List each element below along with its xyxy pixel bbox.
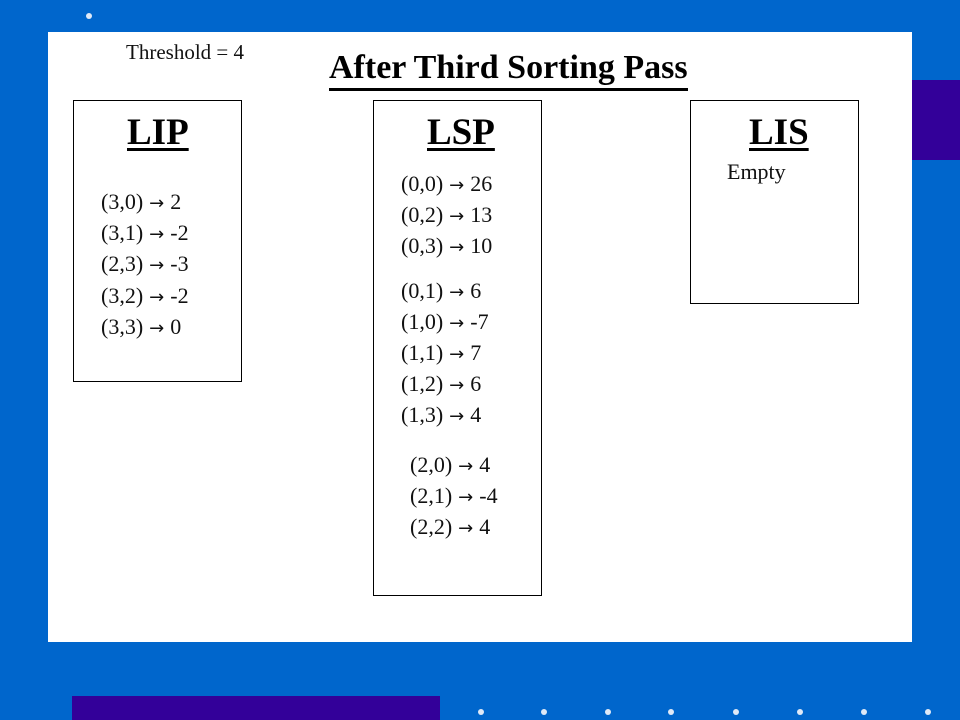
lip-box: LIP (3,0)→2(3,1)→-2(2,3)→-3(3,2)→-2(3,3)…: [73, 100, 242, 382]
lsp-heading: LSP: [427, 112, 495, 153]
accent-bar-bottom: [72, 696, 440, 720]
lip-row-value: -2: [170, 220, 189, 245]
lis-box: LIS Empty: [690, 100, 859, 304]
lip-row: (2,3)→-3: [101, 251, 189, 279]
lsp-row-value: 4: [479, 452, 491, 477]
lsp-row-coordinate: (0,1): [401, 278, 444, 303]
lsp-row: (1,2)→6: [401, 371, 481, 399]
bottom-dot: [541, 709, 547, 715]
lsp-row: (0,1)→6: [401, 278, 481, 306]
lip-row: (3,2)→-2: [101, 283, 189, 311]
right-arrow-icon: →: [458, 518, 474, 539]
lsp-row: (1,0)→-7: [401, 309, 489, 337]
lip-row: (3,1)→-2: [101, 220, 189, 248]
lsp-row-coordinate: (2,2): [410, 514, 453, 539]
lsp-row-coordinate: (0,3): [401, 233, 444, 258]
decorative-bullet-dot: [86, 13, 92, 19]
right-arrow-icon: →: [458, 456, 474, 477]
lsp-row: (0,0)→26: [401, 171, 492, 199]
right-arrow-icon: →: [449, 282, 465, 303]
right-arrow-icon: →: [458, 487, 474, 508]
right-arrow-icon: →: [149, 255, 165, 276]
lsp-box: LSP (0,0)→26(0,2)→13(0,3)→10(0,1)→6(1,0)…: [373, 100, 542, 596]
lsp-row-coordinate: (1,0): [401, 309, 444, 334]
lip-row-value: -2: [170, 283, 189, 308]
lsp-row-value: 6: [470, 278, 482, 303]
bottom-dot: [861, 709, 867, 715]
lsp-row-coordinate: (2,0): [410, 452, 453, 477]
lip-row-coordinate: (3,0): [101, 189, 144, 214]
lip-row: (3,0)→2: [101, 189, 181, 217]
lsp-row-value: 4: [479, 514, 491, 539]
right-arrow-icon: →: [449, 406, 465, 427]
threshold-label: Threshold = 4: [126, 40, 244, 64]
right-arrow-icon: →: [449, 313, 465, 334]
lsp-row-coordinate: (0,2): [401, 202, 444, 227]
lsp-row-coordinate: (0,0): [401, 171, 444, 196]
bottom-dot: [478, 709, 484, 715]
right-arrow-icon: →: [449, 175, 465, 196]
right-arrow-icon: →: [149, 193, 165, 214]
lsp-row: (1,1)→7: [401, 340, 481, 368]
lsp-row-value: 26: [470, 171, 493, 196]
bottom-dot: [605, 709, 611, 715]
lip-row-coordinate: (3,2): [101, 283, 144, 308]
lip-row: (3,3)→0: [101, 314, 181, 342]
lsp-row: (2,0)→4: [410, 452, 490, 480]
right-arrow-icon: →: [449, 375, 465, 396]
lip-row-value: 0: [170, 314, 182, 339]
lsp-row: (1,3)→4: [401, 402, 481, 430]
bottom-dot: [797, 709, 803, 715]
lsp-row-value: 10: [470, 233, 493, 258]
right-arrow-icon: →: [449, 344, 465, 365]
right-arrow-icon: →: [449, 206, 465, 227]
bottom-dot: [668, 709, 674, 715]
right-arrow-icon: →: [149, 287, 165, 308]
right-arrow-icon: →: [149, 224, 165, 245]
slide-content-area: Threshold = 4 After Third Sorting Pass L…: [48, 32, 912, 642]
lip-row-coordinate: (3,3): [101, 314, 144, 339]
lip-row-coordinate: (2,3): [101, 251, 144, 276]
lsp-row-coordinate: (1,2): [401, 371, 444, 396]
lsp-row: (2,1)→-4: [410, 483, 498, 511]
lip-row-value: -3: [170, 251, 189, 276]
lsp-row: (2,2)→4: [410, 514, 490, 542]
accent-bar-right: [912, 80, 960, 160]
lip-heading: LIP: [127, 112, 189, 153]
lsp-row: (0,3)→10: [401, 233, 492, 261]
lsp-row-value: 7: [470, 340, 482, 365]
right-arrow-icon: →: [149, 318, 165, 339]
lsp-row-coordinate: (1,1): [401, 340, 444, 365]
bottom-dot: [733, 709, 739, 715]
lsp-row-value: 13: [470, 202, 493, 227]
lsp-row-value: 6: [470, 371, 482, 396]
lis-empty-label: Empty: [727, 159, 786, 184]
lsp-row: (0,2)→13: [401, 202, 492, 230]
lsp-row-value: -4: [479, 483, 498, 508]
lip-row-value: 2: [170, 189, 182, 214]
lsp-row-coordinate: (2,1): [410, 483, 453, 508]
lis-heading: LIS: [749, 112, 809, 153]
right-arrow-icon: →: [449, 237, 465, 258]
slide-title: After Third Sorting Pass: [329, 49, 688, 91]
lip-row-coordinate: (3,1): [101, 220, 144, 245]
bottom-dot: [925, 709, 931, 715]
lsp-row-coordinate: (1,3): [401, 402, 444, 427]
lsp-row-value: -7: [470, 309, 489, 334]
lsp-row-value: 4: [470, 402, 482, 427]
